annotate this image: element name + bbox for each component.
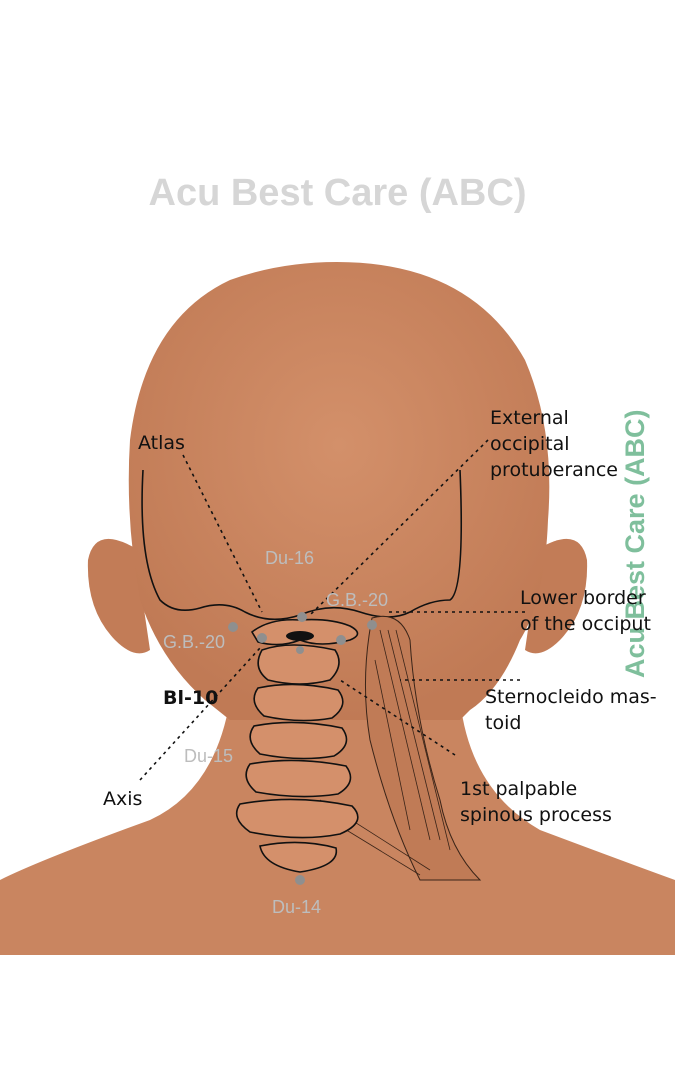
watermark-side-text: Acu Best Care (ABC) [620,409,650,678]
label-external-occipital-line3: protuberance [490,459,618,481]
watermark-top: Acu Best Care (ABC) [148,172,527,214]
label-lower-border-line2: of the occiput [520,613,651,635]
watermark-side: Acu Best Care (ABC) [620,400,660,680]
label-scm-line2: toid [485,712,522,734]
label-first-spinous-line2: spinous process [460,804,612,826]
label-external-occipital: External occipital protuberance [490,405,618,483]
gb20-left-dot [228,622,238,632]
label-lower-border: Lower border of the occiput [520,585,651,637]
point-gb20-left: G.B.-20 [163,632,226,652]
du14-dot [295,875,305,885]
label-scm-line1: Sternocleido mas- [485,686,657,708]
label-scm: Sternocleido mas- toid [485,684,657,736]
label-first-spinous: 1st palpable spinous process [460,776,612,828]
sternocleidomastoid-muscle [364,615,482,881]
acupoint-dots [228,612,377,885]
du16-dot [297,612,307,622]
atlas-foramen [286,631,314,641]
ear-left [87,538,150,654]
label-bl10: Bl-10 [163,687,219,709]
point-du14: Du-14 [272,897,322,917]
head-shape [128,262,550,720]
label-atlas: Atlas [138,432,185,454]
label-first-spinous-line1: 1st palpable [460,778,578,800]
label-external-occipital-line2: occipital [490,433,570,455]
label-external-occipital-line1: External [490,407,569,429]
point-du16: Du-16 [265,548,315,568]
leader-lines [139,439,525,781]
point-du15: Du-15 [184,746,234,766]
gb20-right-dot [367,620,377,630]
point-gb20-right: G.B.-20 [326,590,389,610]
label-axis: Axis [103,788,143,810]
bl10-dot [257,633,267,643]
bl10-right-dot [336,635,346,645]
cervical-vertebrae [235,644,359,873]
du15-dot [296,646,304,654]
label-lower-border-line1: Lower border [520,587,646,609]
